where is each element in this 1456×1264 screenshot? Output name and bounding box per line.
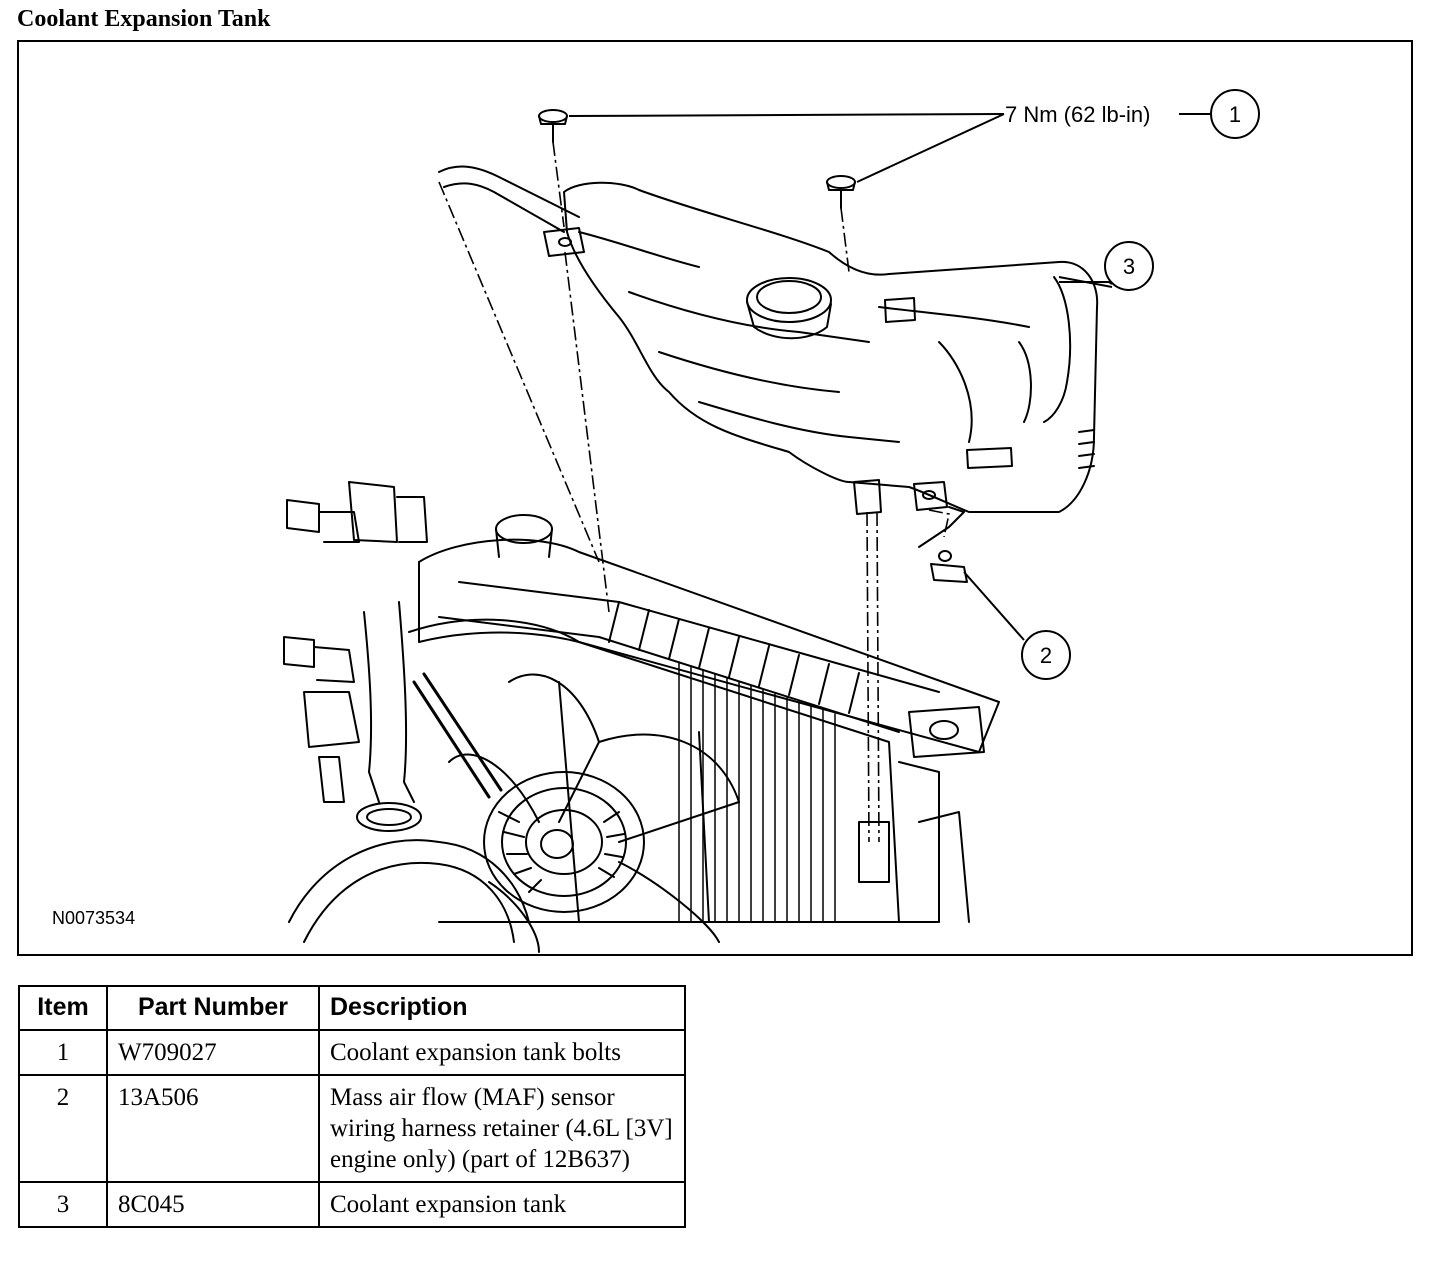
coolant-expansion-tank bbox=[543, 181, 1099, 515]
parts-table: Item Part Number Description 1 W709027 C… bbox=[18, 985, 686, 1228]
cell-part-number: W709027 bbox=[106, 1029, 320, 1076]
cell-item: 1 bbox=[18, 1029, 108, 1076]
cell-description: Coolant expansion tank bolts bbox=[318, 1029, 686, 1076]
header-item: Item bbox=[18, 985, 108, 1031]
engine-diagram: 1 3 2 7 Nm (62 lb-in) N0073534 bbox=[52, 89, 1260, 953]
tank-bolts bbox=[538, 109, 856, 209]
radiator-upper-tank bbox=[418, 514, 1000, 758]
cell-description: Coolant expansion tank bbox=[318, 1181, 686, 1228]
cell-part-number: 8C045 bbox=[106, 1181, 320, 1228]
cell-part-number: 13A506 bbox=[106, 1074, 320, 1183]
upper-hose bbox=[356, 601, 422, 832]
callout-3: 3 bbox=[1104, 241, 1154, 291]
install-lines bbox=[438, 141, 950, 843]
overflow-hose bbox=[438, 165, 580, 233]
lower-hose bbox=[288, 839, 530, 943]
callout-2-label: 2 bbox=[1040, 643, 1052, 668]
cell-item: 3 bbox=[18, 1181, 108, 1228]
header-description: Description bbox=[318, 985, 686, 1031]
radiator-core bbox=[678, 661, 836, 923]
table-header-row: Item Part Number Description bbox=[18, 985, 686, 1031]
table-row: 3 8C045 Coolant expansion tank bbox=[18, 1181, 686, 1228]
left-connectors bbox=[283, 481, 428, 803]
header-part-number: Part Number bbox=[106, 985, 320, 1031]
table-row: 1 W709027 Coolant expansion tank bolts bbox=[18, 1029, 686, 1076]
cell-description: Mass air flow (MAF) sensor wiring harnes… bbox=[318, 1074, 686, 1183]
drive-belt bbox=[412, 672, 503, 799]
figure-id: N0073534 bbox=[52, 908, 135, 928]
fan-blades bbox=[448, 673, 740, 953]
fan-clutch bbox=[483, 771, 645, 913]
figure-frame: 1 3 2 7 Nm (62 lb-in) N0073534 bbox=[17, 40, 1413, 956]
callout-1-label: 1 bbox=[1229, 102, 1241, 127]
maf-harness-retainer bbox=[918, 506, 968, 583]
callout-1: 1 bbox=[1210, 89, 1260, 139]
fan-shroud bbox=[408, 618, 900, 923]
torque-label: 7 Nm (62 lb-in) bbox=[1005, 102, 1150, 127]
cell-item: 2 bbox=[18, 1074, 108, 1183]
leader-lines bbox=[568, 113, 1211, 641]
right-brackets bbox=[858, 761, 970, 923]
table-row: 2 13A506 Mass air flow (MAF) sensor wiri… bbox=[18, 1074, 686, 1183]
callout-2: 2 bbox=[1021, 630, 1071, 680]
page-title: Coolant Expansion Tank bbox=[17, 6, 271, 32]
callout-3-label: 3 bbox=[1123, 254, 1135, 279]
